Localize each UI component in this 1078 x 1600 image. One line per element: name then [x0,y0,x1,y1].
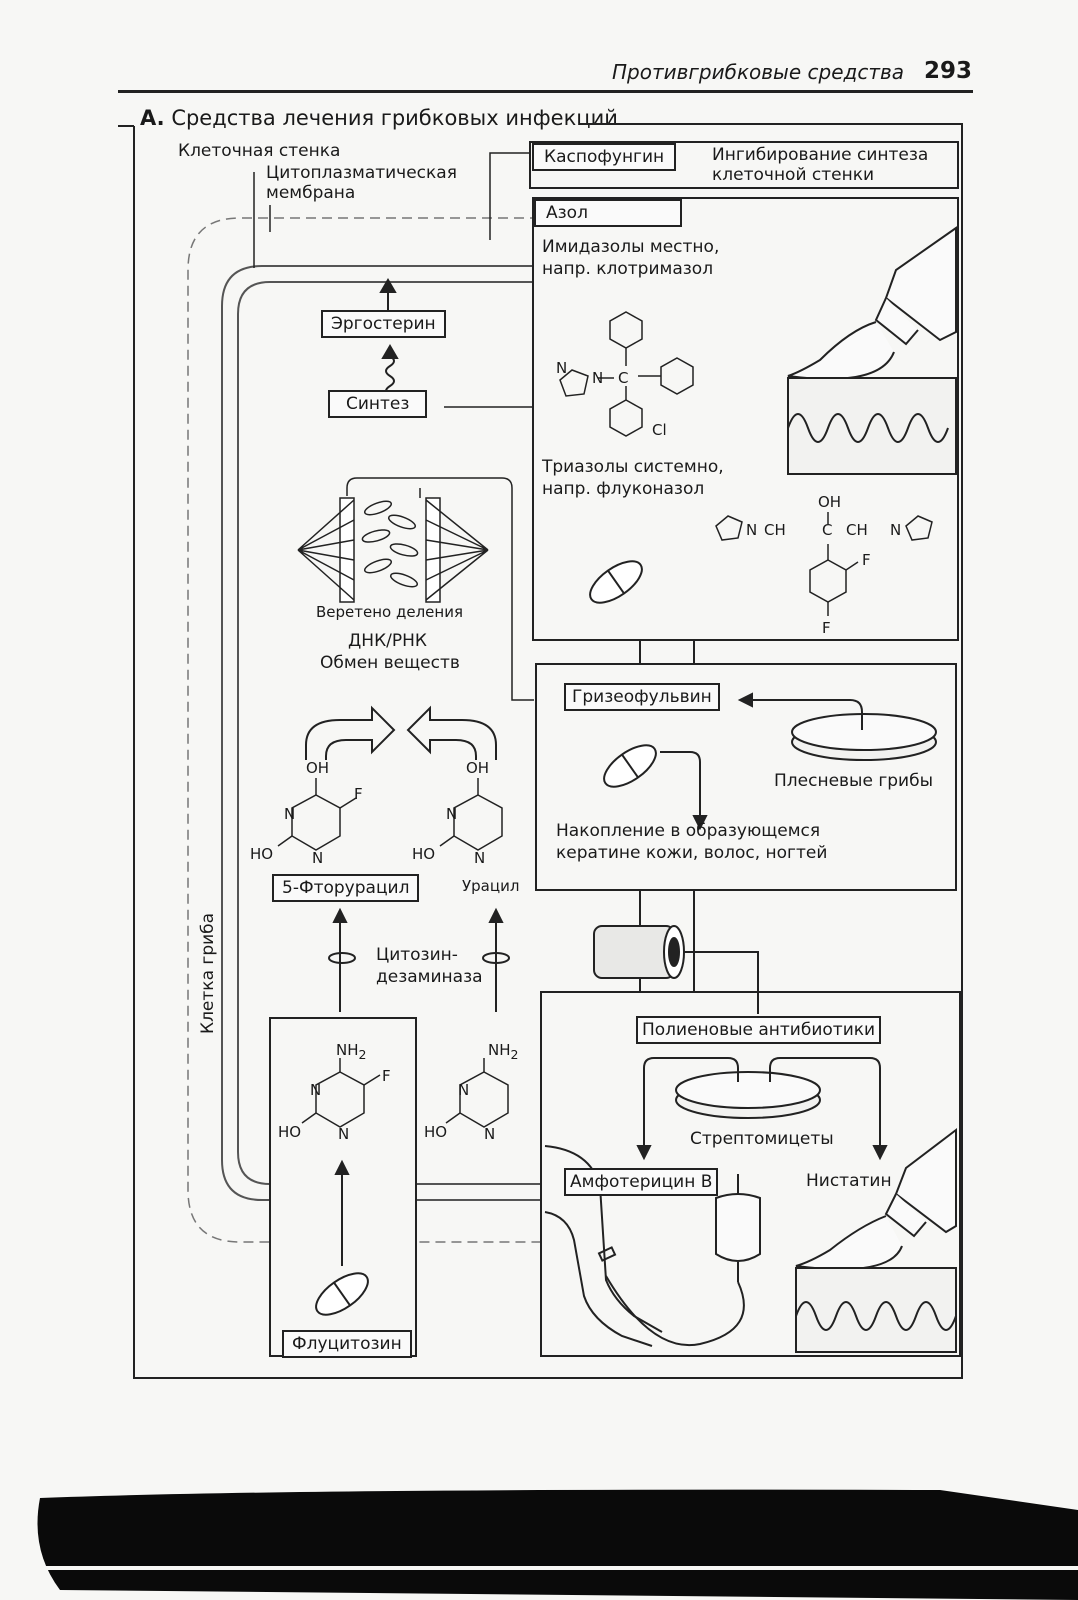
deaminase-line1: Цитозин- [376,945,458,965]
amphotericin-box: Амфотерицин В [564,1168,719,1196]
fluconazole-f1: F [862,551,871,569]
clotrimazole-n1: N [556,359,568,377]
section-title-text: Средства лечения грибковых инфекций [171,106,618,130]
fu-oh: OH [306,759,330,777]
fluconazole-f2: F [822,619,831,637]
deaminase-arrows [328,907,510,1266]
metabolism-label: Обмен веществ [320,653,460,673]
cyt-n1: N [458,1081,470,1099]
label-pointers [253,172,271,268]
cyt-ho: HO [424,1123,448,1141]
fungal-cell-label: Клетка гриба [198,912,218,1034]
flucytosine-box: Флуцитозин [282,1330,412,1358]
deaminase-line2: дезаминаза [376,967,483,987]
channel-tube [593,925,685,979]
fc-n3: N [338,1125,350,1143]
fluconazole-ch2-right: CH [846,521,868,539]
triazole-line2: напр. флуконазол [542,479,705,499]
caspofungin-action-line2: клеточной стенки [712,165,875,185]
griseofulvin-note-line2: кератине кожи, волос, ногтей [556,843,828,863]
clotrimazole-c: C [618,369,629,387]
fc-ho: HO [278,1123,302,1141]
azole-box: Азол [534,199,682,227]
fluconazole-ch2-left: CH [764,521,786,539]
nystatin-label: Нистатин [806,1171,892,1191]
fluconazole-n-left: N [746,521,758,539]
petri-dishes [675,713,937,1119]
page-number: 293 [924,58,973,84]
fc-n1: N [310,1081,322,1099]
membrane-label-line2: мембрана [266,183,356,203]
ergosterol-arrows [379,278,399,397]
section-letter: A. [140,106,165,130]
panel-arrows [636,692,888,1161]
synthesis-box: Синтез [328,390,428,418]
skin-bottom [795,1267,957,1353]
fluconazole-structure [715,512,933,616]
fluconazole-oh: OH [818,493,842,511]
cyt-nh-sub: 2 [510,1047,519,1062]
section-title: A. Средства лечения грибковых инфекций [140,106,618,130]
header-rule [118,90,973,93]
fu-n1: N [284,805,296,823]
fc-nh: NH [336,1041,359,1059]
fu-n3: N [312,849,324,867]
iv-infusion [605,1174,761,1347]
fc-nh2: NH2 [336,1042,366,1063]
tablets [315,560,657,1316]
griseofulvin-note-line1: Накопление в образующемся [556,821,821,841]
outer-frame [118,123,963,1379]
fc-nh-sub: 2 [358,1047,367,1062]
griseofulvin-box: Гризеофульвин [564,683,720,711]
polyene-box: Полиеновые антибиотики [636,1016,882,1044]
ointment-tube-bottom [795,1127,957,1271]
pyrimidine-rings [277,778,509,1128]
uracil-n3: N [474,849,486,867]
dna-rna-label: ДНК/РНК [348,631,427,651]
clotrimazole-structure [559,311,694,437]
membrane-label-line1: Цитоплазматическая [266,163,457,183]
ointment-tube-top [787,226,957,380]
patient-arm [544,1145,663,1347]
imidazole-line2: напр. клотримазол [542,259,714,279]
fu-f: F [354,785,363,803]
running-header-title: Противгрибковые средства [612,60,905,84]
cyt-nh: NH [488,1041,511,1059]
imidazole-line1: Имидазолы местно, [542,237,720,257]
uracil-label: Урацил [462,877,520,895]
mold-fungi-label: Плесневые грибы [774,771,934,791]
connector-lines [346,152,540,701]
cyt-n3: N [484,1125,496,1143]
clotrimazole-n2: N [592,369,604,387]
ergosterol-box: Эргостерин [321,310,446,338]
streptomyces-label: Стрептомицеты [690,1129,834,1149]
cell-wall [187,217,540,1243]
uracil-ho: HO [412,845,436,863]
fu-ho: HO [250,845,274,863]
clotrimazole-cl: Cl [652,421,667,439]
uracil-oh: OH [466,759,490,777]
cyt-nh2: NH2 [488,1042,518,1063]
fluorouracil-box: 5-Фторурацил [272,874,420,902]
uracil-n1: N [446,805,458,823]
fluconazole-n-right: N [890,521,902,539]
mitotic-spindle [297,497,489,603]
triazole-line1: Триазолы системно, [542,457,724,477]
caspofungin-action-line1: Ингибирование синтеза [712,145,929,165]
fc-f: F [382,1067,391,1085]
scan-artifact [0,1489,1078,1600]
dna-arrows [305,705,497,760]
cell-wall-label: Клеточная стенка [178,141,341,161]
cytoplasmic-membrane [221,265,540,1201]
skin-top [787,377,957,475]
spindle-label: Веретено деления [316,603,463,621]
fluconazole-c: C [822,521,833,539]
caspofungin-box: Каспофунгин [532,143,677,171]
